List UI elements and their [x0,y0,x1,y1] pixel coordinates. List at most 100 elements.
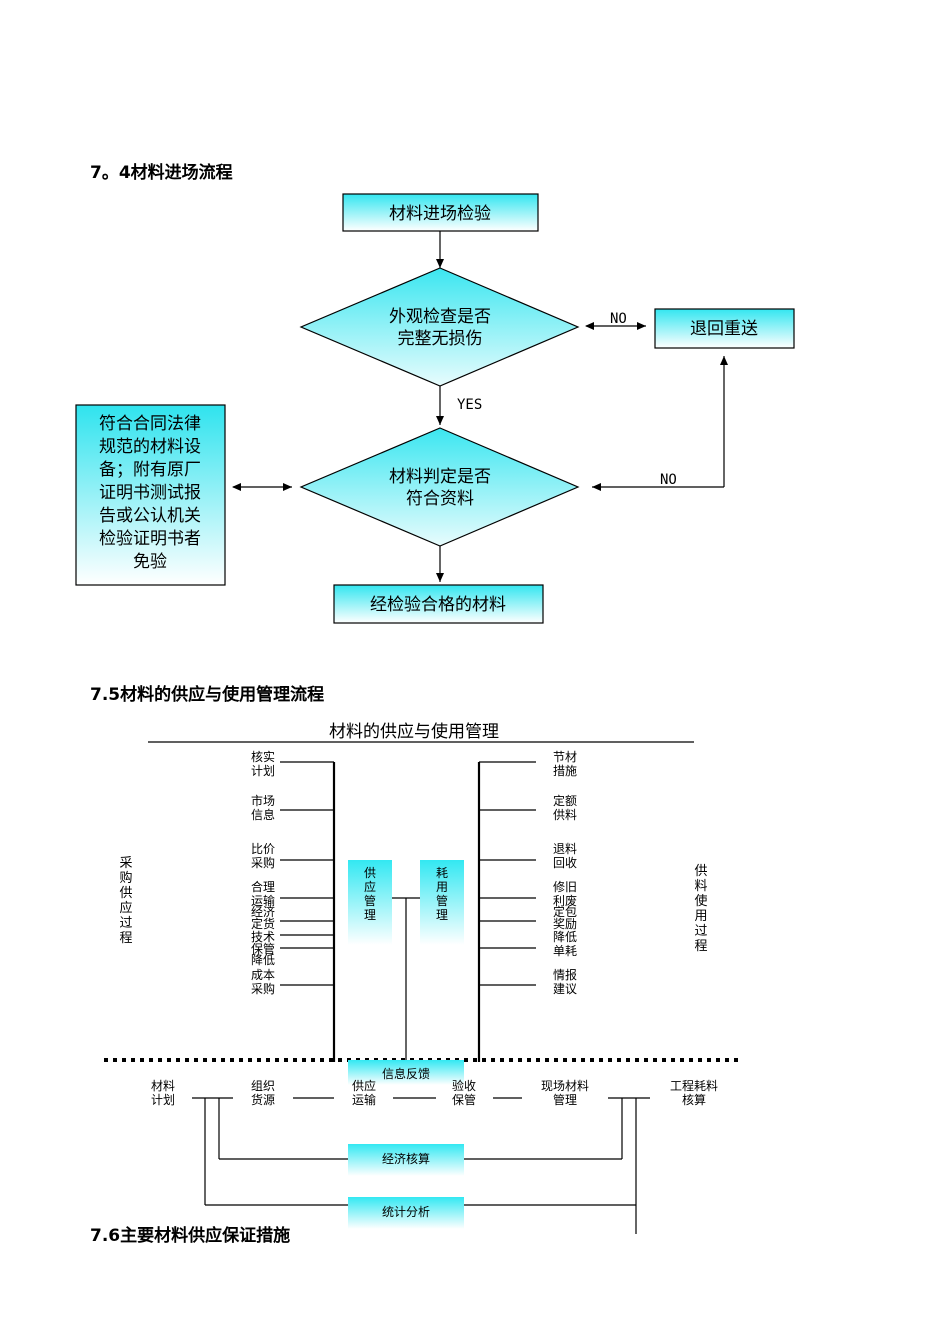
side-note-line-4: 证明书测试报 [99,483,201,503]
right-item-line: 情报 [553,967,577,982]
return-box [654,308,795,349]
right-item-line: 单耗 [553,944,577,958]
left-item-line: 成本 [251,968,275,982]
right-item-line: 修旧 [553,879,577,894]
start-box [342,193,539,232]
right-item-line: 供料 [553,808,577,822]
left-side-char: 供 [119,886,132,901]
decision-2-line-2: 符合资料 [406,489,474,509]
left-item-line: 技术 [251,930,275,944]
decision-1-line-2: 完整无损伤 [398,329,483,349]
right-items: 节材 措施 定额 供料 退料 回收 修旧 利废 定包 奖励 降低 单耗 情报 建… [553,750,577,996]
consume-mgmt-char: 用 [436,880,448,894]
chain-item-line: 材料 [151,1079,175,1093]
left-items: 核实 计划 市场 信息 比价 采购 合理 运输 经济 定货 技术 保管 降低 成… [251,749,275,996]
left-item-line: 采购 [251,855,275,870]
end-box-label: 经检验合格的材料 [370,595,506,615]
left-item-line: 采购 [251,981,275,996]
chain-item-line: 保管 [452,1092,476,1107]
left-item-line: 比价 [251,842,275,856]
right-item-line: 措施 [553,764,577,778]
chain-item-line: 核算 [682,1092,706,1107]
consume-mgmt-box [420,860,464,945]
side-note-box [75,404,226,586]
left-branches [280,761,334,986]
consume-mgmt-char: 耗 [436,866,448,880]
left-side-char: 程 [119,931,132,946]
left-side-char: 应 [119,900,132,916]
left-item-line: 降低 [251,953,275,967]
right-item-line: 利废 [553,893,577,908]
right-item-line: 建议 [553,982,577,996]
econ-accounting-label: 经济核算 [382,1151,430,1166]
section-heading-7-5: 7.5材料的供应与使用管理流程 [90,685,325,705]
right-branches [479,761,536,986]
stat-analysis-box [348,1197,464,1229]
right-side-char: 料 [694,879,707,894]
side-note-line-1: 符合合同法律 [99,414,201,434]
right-item-line: 回收 [553,856,577,870]
right-item-line: 奖励 [553,917,577,931]
consume-mgmt-char: 管 [436,893,448,908]
bottom-chain: 材料 计划 组织 货源 供应 运输 验收 保管 现场材料 管理 工程耗料 核算 [151,1078,718,1107]
left-item-line: 计划 [251,764,275,778]
right-item-line: 定额 [553,793,577,808]
chain-item-line: 供应 [352,1078,376,1093]
section-heading-7-6: 7.6主要材料供应保证措施 [90,1226,291,1246]
right-side-char: 过 [694,924,707,939]
decision-2-diamond [299,427,580,547]
stat-analysis-label: 统计分析 [382,1205,430,1219]
left-item-line: 信息 [251,807,275,822]
return-box-label: 退回重送 [690,319,758,339]
right-side-label: 供 料 使 用 过 程 [694,864,707,954]
diagram-title: 材料的供应与使用管理 [329,721,499,742]
left-item-line: 核实 [251,749,275,764]
right-item-line: 降低 [553,930,577,944]
right-side-char: 程 [694,939,707,954]
chain-item-line: 验收 [452,1078,476,1093]
supply-mgmt-char: 理 [364,908,376,922]
left-item-line: 市场 [251,793,275,808]
right-item-line: 定包 [553,904,577,919]
decision-2-line-1: 材料判定是否 [389,467,491,487]
decision-1-diamond [299,267,580,387]
left-side-label: 采 购 供 应 过 程 [119,856,132,946]
flow-7-4: 材料进场检验 外观检查是否 完整无损伤 NO 退回重送 YES 材料判定是否 符… [75,193,795,624]
supply-mgmt-char: 管 [364,893,376,908]
chain-item-line: 组织 [251,1079,275,1093]
right-item-line: 退料 [553,842,577,856]
chain-item-line: 计划 [151,1093,175,1107]
info-feedback-label: 信息反馈 [382,1066,430,1081]
left-side-char: 过 [119,916,132,931]
side-note-line-2: 规范的材料设 [99,437,201,457]
chain-item-line: 现场材料 [541,1079,589,1093]
left-item-line: 合理 [251,879,275,894]
right-side-char: 使 [694,893,707,909]
side-note-line-3: 备；附有原厂 [99,460,201,480]
chain-item-line: 运输 [352,1092,376,1107]
section-heading-7-4: 7。4材料进场流程 [90,163,233,183]
left-side-char: 购 [119,870,132,886]
start-box-label: 材料进场检验 [389,204,491,224]
econ-accounting-box [348,1144,464,1176]
end-box [333,584,544,624]
info-feedback-box [348,1060,464,1085]
no-label-2: NO [660,472,677,488]
chain-item-line: 管理 [553,1092,577,1107]
side-note-line-7: 免验 [133,552,167,572]
supply-mgmt-char: 应 [364,879,376,894]
decision-1-line-1: 外观检查是否 [389,307,491,327]
right-item-line: 节材 [553,750,577,764]
side-note-line-5: 告或公认机关 [99,506,201,526]
left-item-line: 定货 [251,916,275,931]
left-item-line: 保管 [251,941,275,956]
supply-mgmt-char: 供 [364,866,376,880]
right-side-char: 供 [694,864,707,879]
left-item-line: 运输 [251,893,275,908]
yes-label: YES [457,397,482,413]
left-side-char: 采 [119,856,132,871]
flow-7-5: 材料的供应与使用管理 采 购 供 应 过 程 供 料 使 用 过 程 [104,721,738,1234]
side-note-line-6: 检验证明书者 [99,529,201,549]
left-item-line: 经济 [251,904,275,919]
